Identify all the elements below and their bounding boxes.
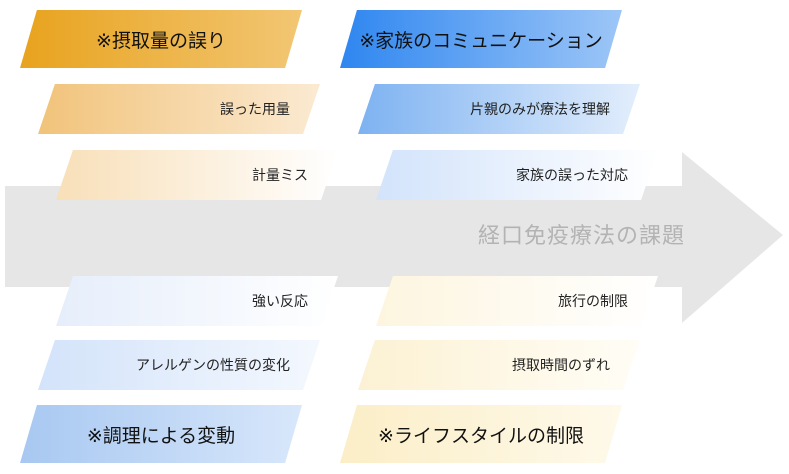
header-bottom-left-label: ※調理による変動	[86, 424, 236, 447]
item-bottom-right-2-label: 摂取時間のずれ	[512, 358, 610, 374]
item-top-left-2-label: 計量ミス	[252, 168, 308, 184]
item-bottom-left-2: アレルゲンの性質の変化	[38, 340, 320, 390]
item-top-right-2: 家族の誤った対応	[376, 150, 658, 200]
item-top-right-2-label: 家族の誤った対応	[516, 168, 628, 184]
header-bottom-left: ※調理による変動	[20, 405, 302, 463]
header-top-left: ※摂取量の誤り	[20, 10, 302, 68]
item-top-left-2: 計量ミス	[56, 150, 338, 200]
item-bottom-left-1: 強い反応	[56, 276, 338, 326]
item-bottom-left-1-label: 強い反応	[252, 294, 308, 310]
item-bottom-left-2-label: アレルゲンの性質の変化	[136, 358, 290, 374]
header-top-right: ※家族のコミュニケーション	[340, 10, 622, 68]
header-bottom-right: ※ライフスタイルの制限	[340, 405, 622, 463]
item-bottom-right-1: 旅行の制限	[376, 276, 658, 326]
item-top-right-1: 片親のみが療法を理解	[358, 84, 640, 134]
item-top-right-1-label: 片親のみが療法を理解	[470, 102, 610, 118]
item-bottom-right-1-label: 旅行の制限	[558, 294, 628, 310]
header-top-right-label: ※家族のコミュニケーション	[359, 29, 603, 52]
header-bottom-right-label: ※ライフスタイルの制限	[378, 424, 584, 447]
header-top-left-label: ※摂取量の誤り	[96, 29, 226, 52]
item-bottom-right-2: 摂取時間のずれ	[358, 340, 640, 390]
item-top-left-1-label: 誤った用量	[220, 102, 290, 118]
item-top-left-1: 誤った用量	[38, 84, 320, 134]
main-label: 経口免疫療法の課題	[478, 224, 686, 249]
